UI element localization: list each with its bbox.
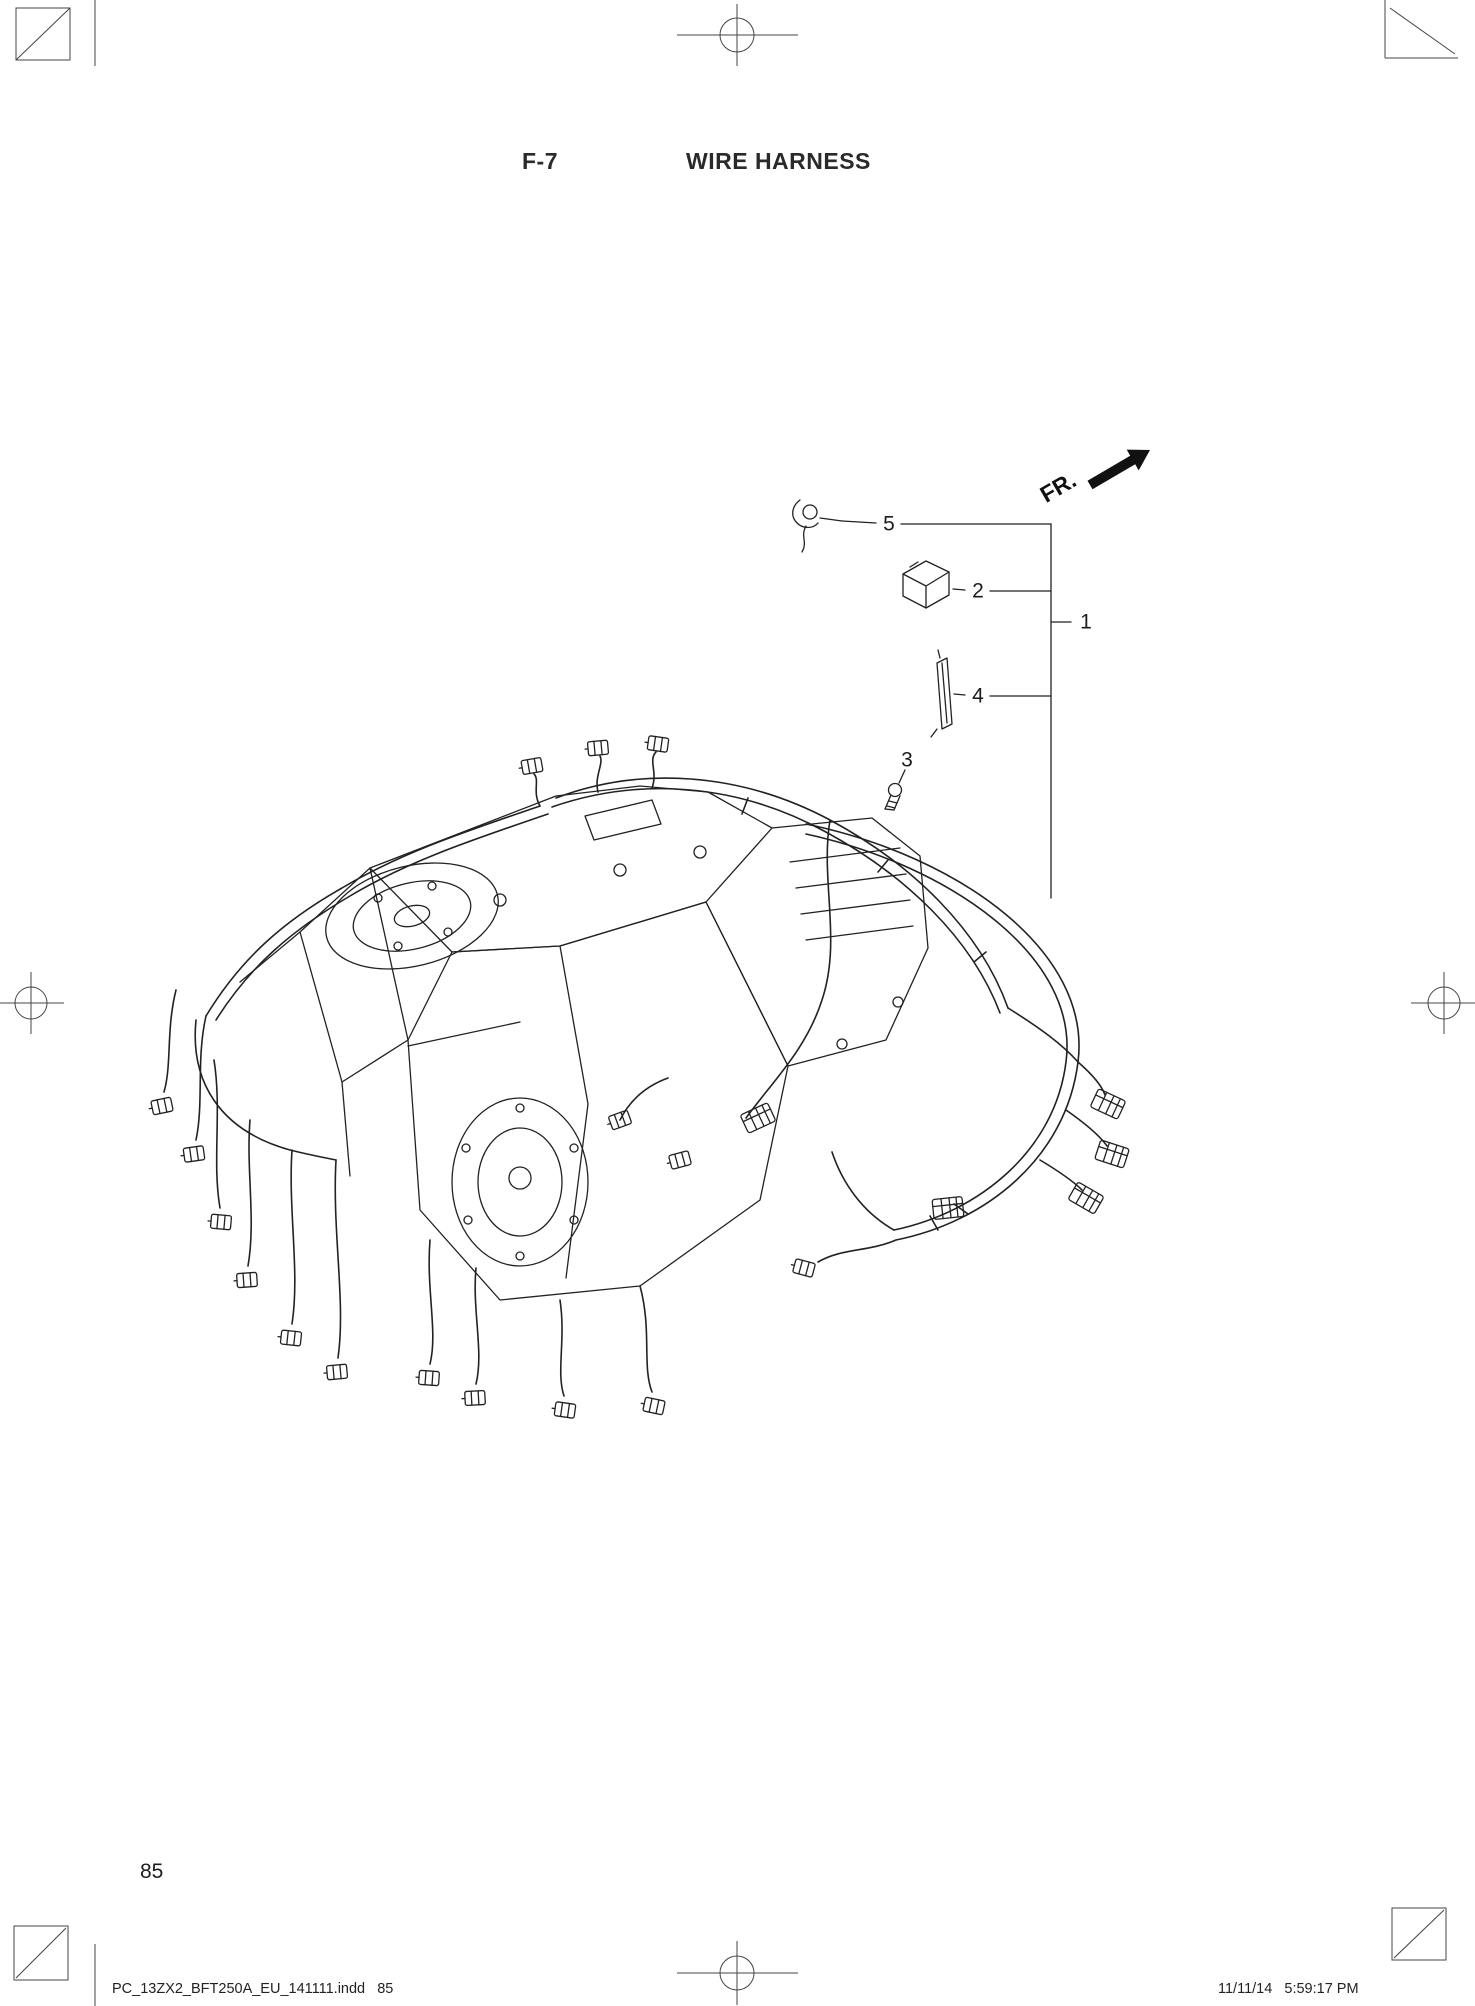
connector-icon [232, 1271, 259, 1289]
registration-mark-top-center [677, 4, 798, 66]
connector-icon [788, 1257, 817, 1278]
connector-icon [206, 1213, 233, 1231]
connector-block-icon [1089, 1087, 1127, 1121]
registration-mark-bottom-left [13, 1925, 96, 2006]
part-stay-4 [930, 649, 953, 738]
fr-direction-arrow: FR. [1035, 449, 1150, 508]
part-clip-5 [792, 499, 843, 553]
connector-icon [664, 1150, 693, 1171]
callout-number-2: 2 [972, 580, 984, 603]
connector-icon [276, 1329, 303, 1347]
engine-block-art [239, 785, 929, 1301]
connector-block-icon [1067, 1181, 1105, 1215]
callout-numbers: 5 2 1 4 3 [883, 513, 1092, 772]
callout-number-3: 3 [901, 749, 913, 772]
callout-number-1: 1 [1080, 611, 1092, 634]
connector-icon [147, 1096, 174, 1117]
connector-icon [414, 1369, 441, 1387]
callout-number-4: 4 [972, 685, 984, 708]
section-code: F-7 [522, 148, 558, 174]
connector-icon [639, 1395, 666, 1416]
part-bolt-3 [884, 782, 903, 811]
connector-icon [179, 1145, 206, 1164]
fr-direction-label: FR. [1035, 467, 1080, 508]
registration-mark-right [1411, 972, 1475, 1034]
callout-leaders [792, 499, 1072, 899]
arrow-icon [1087, 449, 1150, 490]
footer-file-info: PC_13ZX2_BFT250A_EU_141111.indd 85 [112, 1981, 394, 1997]
registration-mark-top-left [15, 0, 96, 66]
page-number: 85 [140, 1860, 164, 1883]
connector-icon [517, 756, 544, 776]
connector-icon [643, 734, 670, 753]
registration-mark-left [0, 972, 64, 1034]
connector-icon [604, 1109, 633, 1132]
harness-cables [163, 751, 1108, 1397]
registration-mark-bottom-center [677, 1941, 798, 2005]
connector-icon [322, 1363, 349, 1381]
connector-icon [461, 1389, 487, 1407]
harness-connectors [147, 734, 1131, 1419]
connector-block-icon [1093, 1139, 1131, 1169]
registration-mark-bottom-right [1391, 1907, 1447, 1961]
connector-icon [583, 739, 610, 757]
page-title: WIRE HARNESS [686, 148, 871, 174]
connector-icon [550, 1400, 577, 1419]
callout-number-5: 5 [883, 513, 895, 536]
registration-mark-top-right [1384, 0, 1458, 59]
part-relay-2 [902, 560, 950, 609]
footer-timestamp: 11/11/14 5:59:17 PM [1218, 1981, 1359, 1997]
